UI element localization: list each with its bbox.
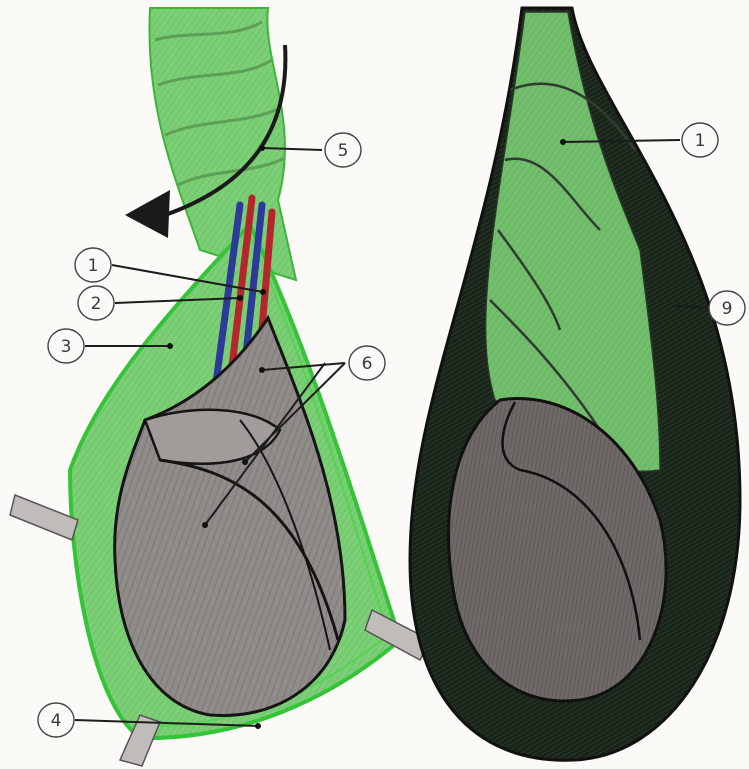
svg-text:1: 1 [88, 256, 99, 276]
label-6-left: 6 [349, 346, 385, 380]
svg-text:1: 1 [695, 131, 706, 151]
label-3-left: 3 [48, 329, 84, 363]
label-1-right: 1 [682, 123, 718, 157]
spermatic-cord [149, 8, 296, 280]
label-1-left: 1 [75, 248, 111, 282]
right-figure: 1 9 [410, 8, 745, 760]
svg-text:9: 9 [722, 299, 733, 319]
label-2-left: 2 [78, 286, 114, 320]
label-5-left: 5 [325, 133, 361, 167]
left-figure: 1 2 3 4 5 6 [10, 8, 430, 766]
svg-text:5: 5 [338, 141, 349, 161]
label-4-left: 4 [38, 703, 74, 737]
svg-text:6: 6 [362, 354, 373, 374]
svg-text:3: 3 [61, 337, 72, 357]
svg-text:4: 4 [51, 711, 62, 731]
svg-text:2: 2 [91, 294, 102, 314]
label-9-right: 9 [709, 291, 745, 325]
